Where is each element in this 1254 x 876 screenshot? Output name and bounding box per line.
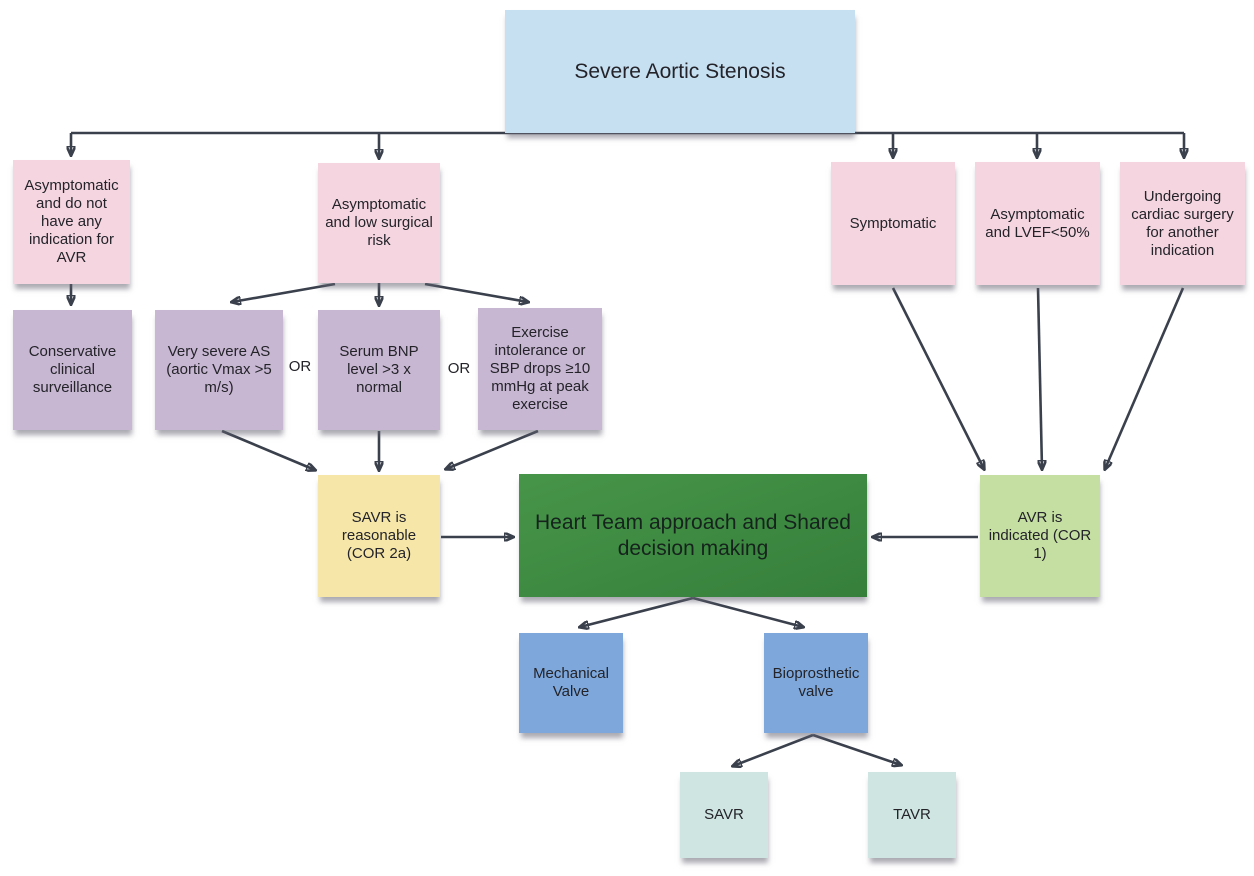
- node-conservative-surveillance: Conservative clinical surveillance: [13, 310, 132, 430]
- node-symptomatic: Symptomatic: [831, 162, 955, 285]
- node-label: Bioprosthetic valve: [772, 665, 860, 700]
- node-label: Asymptomatic and low surgical risk: [325, 196, 433, 249]
- arrow-exercise-to-savr-reasonable: [446, 429, 539, 469]
- node-serum-bnp: Serum BNP level >3 x normal: [318, 310, 440, 430]
- arrow-heart-team-to-bioprosthetic: [692, 596, 803, 627]
- node-bioprosthetic-valve: Bioprosthetic valve: [764, 633, 868, 733]
- node-severe-aortic-stenosis: Severe Aortic Stenosis: [505, 10, 855, 133]
- arrow-to-exercise-intolerance: [424, 282, 528, 302]
- node-asymptomatic-lvef: Asymptomatic and LVEF<50%: [975, 162, 1100, 285]
- node-mechanical-valve: Mechanical Valve: [519, 633, 623, 733]
- node-label: Undergoing cardiac surgery for another i…: [1131, 187, 1234, 259]
- node-tavr: TAVR: [868, 772, 956, 858]
- node-label: Serum BNP level >3 x normal: [339, 343, 419, 396]
- node-asymptomatic-no-avr: Asymptomatic and do not have any indicat…: [13, 160, 130, 284]
- node-label: TAVR: [893, 806, 931, 823]
- node-very-severe-as: Very severe AS (aortic Vmax >5 m/s): [155, 310, 283, 430]
- node-label: Conservative clinical surveillance: [28, 343, 117, 396]
- node-label: Heart Team approach and Shared decision …: [535, 511, 851, 560]
- node-label: SAVR: [704, 806, 744, 823]
- node-avr-indicated: AVR is indicated (COR 1): [980, 475, 1100, 597]
- node-label: Very severe AS (aortic Vmax >5 m/s): [166, 343, 272, 396]
- node-label: SAVR is reasonable (COR 2a): [341, 509, 417, 562]
- node-savr: SAVR: [680, 772, 768, 858]
- node-label: Mechanical Valve: [533, 665, 609, 700]
- node-asymptomatic-low-risk: Asymptomatic and low surgical risk: [318, 163, 440, 283]
- arrow-undergoing-to-avr-indicated: [1105, 287, 1185, 469]
- arrow-symptomatic-to-avr-indicated: [891, 287, 984, 469]
- node-heart-team: Heart Team approach and Shared decision …: [519, 474, 867, 597]
- node-savr-reasonable: SAVR is reasonable (COR 2a): [318, 475, 440, 597]
- arrow-bioprosthetic-to-tavr: [812, 733, 901, 765]
- node-label: Symptomatic: [849, 214, 937, 232]
- or-label-2: OR: [447, 360, 471, 377]
- or-label-1: OR: [288, 358, 312, 375]
- node-label: Asymptomatic and LVEF<50%: [985, 205, 1090, 241]
- arrow-bioprosthetic-to-savr: [733, 733, 814, 766]
- node-label: Asymptomatic and do not have any indicat…: [24, 177, 119, 266]
- arrow-heart-team-to-mechanical: [580, 596, 694, 627]
- node-label: Exercise intolerance or SBP drops ≥10 mm…: [489, 324, 591, 413]
- node-undergoing-surgery: Undergoing cardiac surgery for another i…: [1120, 162, 1245, 285]
- arrow-very-severe-to-savr-reasonable: [221, 429, 315, 470]
- node-label: Severe Aortic Stenosis: [574, 59, 786, 83]
- node-label: AVR is indicated (COR 1): [988, 509, 1092, 562]
- arrow-to-very-severe-as: [232, 282, 336, 302]
- arrow-lvef-to-avr-indicated: [1036, 287, 1042, 469]
- node-exercise-intolerance: Exercise intolerance or SBP drops ≥10 mm…: [478, 308, 602, 430]
